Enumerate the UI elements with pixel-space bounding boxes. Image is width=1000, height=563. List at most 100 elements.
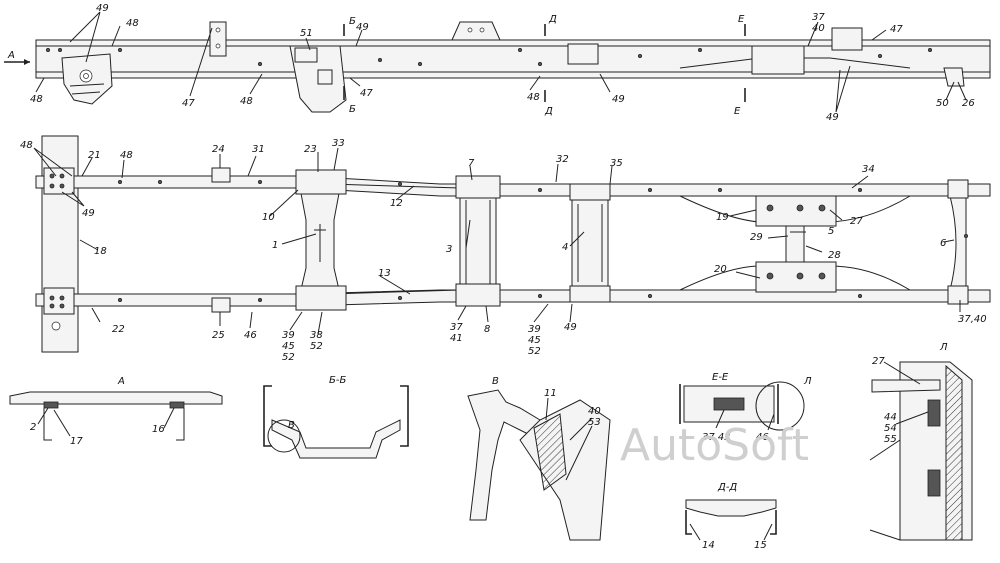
callout-28: 28 — [828, 250, 841, 261]
callout-48: 48 — [20, 140, 33, 151]
l-web-section — [945, 364, 963, 541]
section-dd: Д-Д 14 15 — [685, 482, 777, 551]
callout-49: 49 — [564, 322, 577, 333]
callout-27: 27 — [850, 216, 863, 227]
callout-23: 23 — [304, 144, 317, 155]
towing-bracket — [831, 27, 863, 51]
callout-18: 18 — [94, 246, 107, 257]
callout-14: 14 — [702, 540, 715, 551]
l-bolt-1 — [927, 399, 941, 427]
view-a-mark: А — [7, 50, 15, 61]
callout-48: 48 — [30, 94, 43, 105]
callout-1: 1 — [272, 240, 278, 251]
callout-3: 3 — [446, 244, 452, 255]
callout-46: 46 — [756, 432, 769, 443]
dd-crossmember — [685, 499, 777, 517]
callout-26: 26 — [962, 98, 975, 109]
section-d-mark-bottom: Д — [544, 106, 553, 117]
watermark: AutoSoft — [620, 420, 809, 471]
section-b-mark-bottom: Б — [349, 104, 356, 115]
callout-46: 46 — [244, 330, 257, 341]
section-bb-title: Б-Б — [329, 375, 346, 386]
section-dd-title: Д-Д — [717, 482, 737, 493]
inner-rail-13 — [329, 289, 461, 295]
callout-51: 51 — [300, 28, 313, 39]
callout-49: 49 — [96, 3, 109, 14]
plan-view — [33, 135, 991, 353]
callout-4: 4 — [562, 242, 568, 253]
callout-15: 15 — [754, 540, 767, 551]
callout-5: 5 — [828, 226, 834, 237]
cab-mount — [209, 21, 227, 57]
crossmember-bracket-2 — [567, 43, 599, 65]
v-pad — [533, 413, 567, 491]
callout-2: 2 — [30, 422, 36, 433]
callout-19: 19 — [716, 212, 729, 223]
callout-12: 12 — [390, 198, 403, 209]
callout-22: 22 — [112, 324, 125, 335]
bb-right-rail — [400, 385, 409, 447]
inner-rail-12 — [329, 183, 461, 189]
callout-49: 49 — [826, 112, 839, 123]
detail-v-mark: В — [288, 420, 295, 431]
view-a-title: А — [117, 376, 125, 387]
side-view — [4, 11, 991, 113]
callout-35: 35 — [610, 158, 623, 169]
callout-6: 6 — [940, 238, 946, 249]
rear-reinforcements — [679, 195, 761, 291]
callout-20: 20 — [714, 264, 727, 275]
callout-10: 10 — [262, 212, 275, 223]
callout-48: 48 — [126, 18, 139, 29]
callout-21: 21 — [88, 150, 101, 161]
l-bolt-2 — [927, 469, 941, 497]
callout-48: 48 — [120, 150, 133, 161]
rear-crossmember-5 — [785, 225, 805, 263]
callout-49: 49 — [82, 208, 95, 219]
right-side-member — [35, 289, 991, 307]
callout-47: 47 — [890, 24, 903, 35]
callout-16: 16 — [152, 424, 165, 435]
detail-v-title: В — [492, 376, 499, 387]
rear-end-crossmember — [949, 195, 967, 291]
callout-32: 32 — [556, 154, 569, 165]
left-side-member — [35, 175, 991, 197]
callout-48: 48 — [240, 96, 253, 107]
callout-48: 48 — [527, 92, 540, 103]
detail-l-mark: Л — [803, 376, 812, 387]
crossmember-bracket-1 — [451, 21, 501, 41]
view-a-bumper — [9, 391, 223, 405]
view-a: А 2 17 16 — [9, 376, 223, 447]
bb-crossmember — [271, 419, 401, 459]
callout-31: 31 — [252, 144, 265, 155]
section-e-mark-top: Е — [738, 14, 745, 25]
plan-bolts — [49, 173, 969, 309]
detail-v-circle — [267, 419, 301, 453]
ee-rails — [679, 384, 779, 424]
plan-brackets — [43, 167, 969, 315]
side-bolts — [46, 48, 933, 67]
rear-end-bracket — [943, 67, 965, 87]
callout-7: 7 — [468, 158, 475, 169]
callout-24: 24 — [212, 144, 225, 155]
section-ee: Е-Е Л 37,43 46 — [679, 372, 812, 443]
callout-37-40: 37,40 — [958, 314, 987, 325]
v-bracket — [467, 389, 541, 521]
callout-50: 50 — [936, 98, 949, 109]
section-e-mark-bottom: Е — [734, 106, 741, 117]
callout-27: 27 — [872, 356, 885, 367]
callout-37-43: 37,43 — [702, 432, 731, 443]
callout-34: 34 — [862, 164, 875, 175]
bb-left-rail — [263, 385, 272, 447]
dd-rails — [685, 510, 777, 535]
crossmember-4 — [571, 195, 609, 291]
